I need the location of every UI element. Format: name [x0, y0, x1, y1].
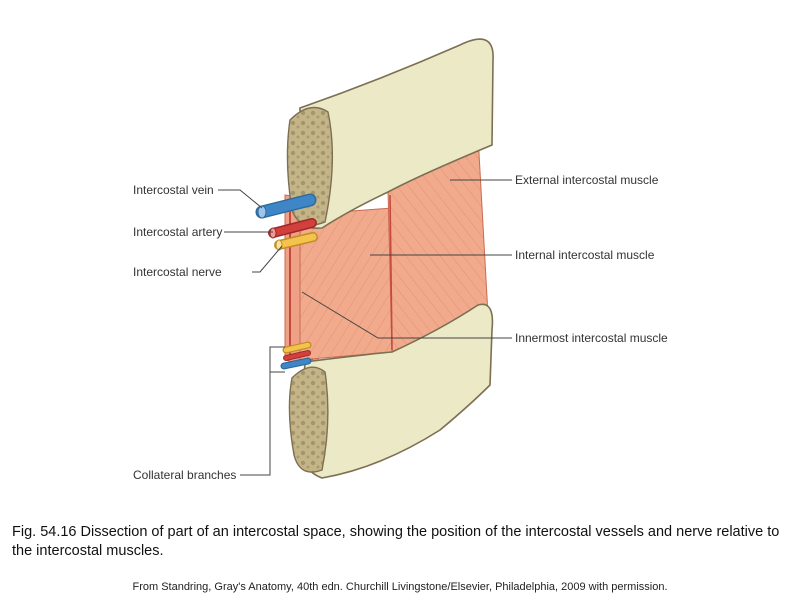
- figure-caption: Fig. 54.16 Dissection of part of an inte…: [12, 524, 780, 559]
- label-intercostal-artery: Intercostal artery: [133, 225, 222, 239]
- intercostal-artery: [268, 218, 317, 239]
- lower-rib: [288, 303, 494, 479]
- upper-rib: [286, 38, 494, 230]
- figure-credit: From Standring, Gray's Anatomy, 40th edn…: [132, 581, 668, 593]
- intercostal-nerve: [274, 232, 318, 251]
- label-internal-intercostal-muscle: Internal intercostal muscle: [515, 248, 655, 262]
- collateral-branches: [280, 341, 312, 370]
- label-collateral-branches: Collateral branches: [133, 468, 236, 482]
- label-intercostal-vein: Intercostal vein: [133, 183, 214, 197]
- label-innermost-intercostal-muscle: Innermost intercostal muscle: [515, 331, 668, 345]
- internal-intercostal-muscle: [299, 207, 393, 361]
- intercostal-space-diagram: Intercostal vein Intercostal artery Inte…: [133, 38, 668, 482]
- label-external-intercostal-muscle: External intercostal muscle: [515, 173, 659, 187]
- leader-lines: [218, 179, 512, 476]
- label-intercostal-nerve: Intercostal nerve: [133, 265, 222, 279]
- intercostal-vein: [255, 193, 317, 219]
- external-intercostal-muscle: [387, 134, 489, 353]
